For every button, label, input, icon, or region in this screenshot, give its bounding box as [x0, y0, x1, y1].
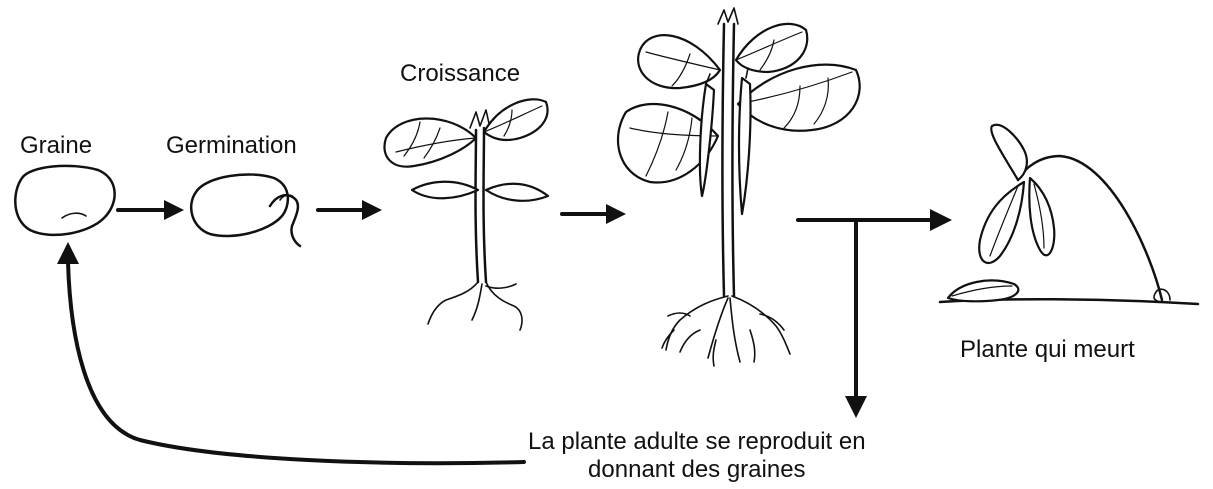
arrow-reproduction-to-seed — [57, 242, 524, 463]
label-germination: Germination — [166, 134, 297, 158]
arrow-germination-to-growth — [318, 200, 382, 220]
germinating-seed-icon — [191, 174, 300, 246]
arrow-adult-to-dying — [798, 209, 952, 231]
label-reproduction-line1: La plante adulte se reproduit en — [528, 428, 866, 456]
dying-plant-icon — [940, 125, 1198, 304]
arrow-growth-to-adult — [562, 204, 626, 224]
young-plant-icon — [384, 99, 548, 330]
seed-icon — [15, 166, 114, 235]
label-seed: Graine — [20, 134, 92, 158]
arrow-adult-to-reproduction — [845, 220, 867, 418]
adult-plant-icon — [618, 8, 860, 366]
label-reproduction-line2: donnant des graines — [528, 456, 866, 484]
arrow-seed-to-germination — [118, 200, 184, 220]
label-growth: Croissance — [400, 62, 520, 86]
label-dying-plant: Plante qui meurt — [960, 338, 1135, 362]
label-reproduction: La plante adulte se reproduit en donnant… — [528, 428, 866, 484]
